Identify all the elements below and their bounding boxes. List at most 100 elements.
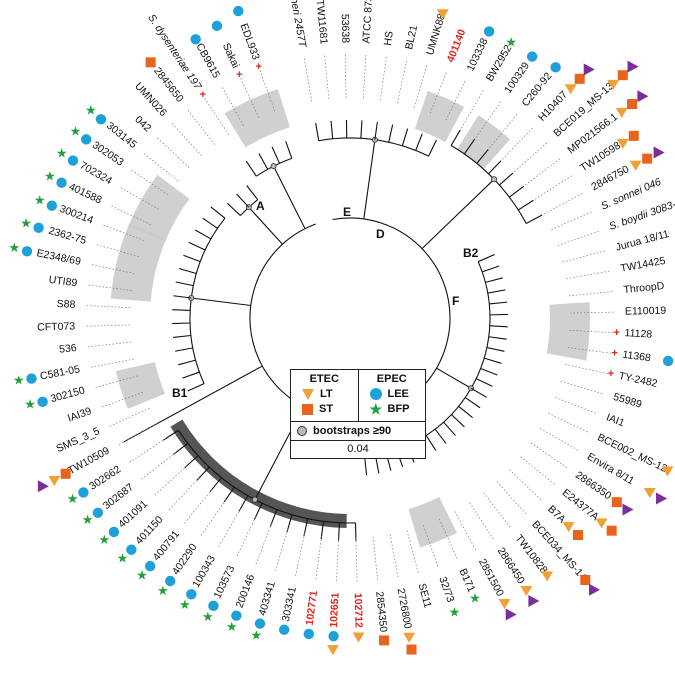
leader-line (344, 54, 347, 99)
tip-label: 103573 (211, 564, 237, 601)
leader-line (534, 175, 573, 200)
leader-line (95, 375, 138, 388)
bootstrap-dot-icon (297, 426, 307, 436)
lt-triangle-icon (403, 632, 416, 643)
leader-line (509, 469, 542, 501)
legend-box: ETEC LT ST EPEC LEE ★ BFP bootstraps ≥90 (290, 369, 426, 459)
leader-line (389, 534, 399, 578)
clade-highlight-box (414, 90, 465, 143)
tip-branch (269, 509, 278, 527)
lee-circle-icon (526, 51, 538, 62)
clade-stem (273, 165, 306, 229)
tip-label: HS (382, 30, 396, 46)
st-square-icon (611, 497, 622, 508)
bfp-star-icon: ★ (98, 532, 110, 547)
clade-label-a: A (256, 199, 265, 213)
leader-line (102, 224, 145, 241)
tip-branch (489, 325, 508, 328)
leader-line (475, 101, 502, 138)
bfp-star-icon: ★ (82, 512, 94, 527)
bfp-star-icon: ★ (85, 103, 97, 118)
st-square-icon (642, 153, 653, 164)
bfp-star-icon: ★ (20, 216, 32, 231)
purple-triangle-icon (622, 503, 634, 516)
legend-etec-title: ETEC (309, 373, 339, 385)
tip-branch (451, 414, 465, 428)
clade-stem (363, 139, 376, 220)
tip-label: 302662 (87, 463, 123, 492)
clade-stem (248, 206, 283, 245)
tip-branch (425, 435, 437, 451)
purple-triangle-icon (653, 146, 665, 159)
epec-clade-band (170, 419, 347, 528)
tip-label: 102712 (352, 593, 365, 629)
leader-line (406, 530, 419, 574)
tip-label: UMNK88 (424, 12, 448, 56)
plus-marker: + (236, 69, 242, 81)
leader-line (336, 537, 340, 582)
tip-label: ATCC 8739 (360, 0, 375, 44)
st-square-icon (628, 130, 639, 141)
leader-line (109, 407, 150, 427)
leader-line (240, 77, 260, 118)
legend-lee-label: LEE (387, 388, 409, 400)
leader-line (140, 452, 177, 480)
leader-line (502, 127, 534, 160)
leader-line (555, 397, 597, 414)
lee-circle-icon (550, 62, 561, 73)
tip-label: 403341 (256, 580, 277, 617)
leader-line (562, 250, 606, 263)
leader-line (87, 341, 132, 348)
leader-line (275, 528, 289, 572)
leader-line (315, 536, 322, 580)
leader-line (120, 187, 159, 210)
tip-branch (187, 383, 205, 392)
lee-circle-icon (92, 507, 104, 518)
st-square-icon (617, 70, 628, 81)
bfp-star-icon: ★ (202, 609, 214, 624)
lt-triangle-icon (541, 571, 554, 582)
lt-triangle-icon (562, 522, 575, 533)
leader-line (489, 113, 518, 149)
tip-label: 102651 (328, 592, 342, 628)
bfp-star-icon: ★ (67, 491, 79, 506)
bfp-star-icon: ★ (34, 193, 46, 208)
leader-line (221, 86, 244, 126)
purple-triangle-icon (589, 583, 601, 596)
tip-label: UTI89 (48, 274, 78, 289)
purple-triangle-icon (637, 90, 649, 103)
lee-circle-icon (21, 246, 33, 257)
clade-highlight-box (457, 115, 511, 170)
leader-line (236, 516, 257, 557)
leader-line (303, 57, 313, 102)
tip-branch (458, 405, 473, 419)
tip-label: 702324 (78, 159, 115, 187)
leader-line (496, 481, 527, 515)
tip-label: 401588 (67, 181, 104, 207)
plus-marker: + (611, 348, 617, 360)
tip-branch (443, 421, 456, 436)
tip-label: E110019 (625, 305, 667, 318)
lee-circle-icon (46, 200, 58, 211)
tip-label: 53638 (339, 14, 352, 44)
leader-line (171, 122, 202, 156)
leader-line (218, 508, 241, 548)
leader-line (295, 533, 305, 577)
leader-line (413, 65, 428, 108)
tip-label: 300214 (58, 203, 95, 227)
leader-line (86, 305, 131, 309)
lee-circle-icon (95, 114, 107, 125)
tip-label: 2362-75 (47, 225, 88, 247)
tip-label: EDL933 (238, 22, 262, 62)
leader-line (128, 438, 167, 463)
bfp-star-icon: ★ (56, 146, 68, 161)
bfp-star-icon: ★ (369, 401, 383, 417)
lee-circle-icon (369, 388, 382, 400)
tip-branch (271, 146, 281, 164)
plus-marker: + (200, 89, 206, 101)
tip-label: 2726800 (394, 587, 413, 630)
tip-label: CFT073 (37, 320, 75, 333)
lee-circle-icon (144, 560, 156, 572)
tip-label: 103338 (465, 36, 491, 73)
